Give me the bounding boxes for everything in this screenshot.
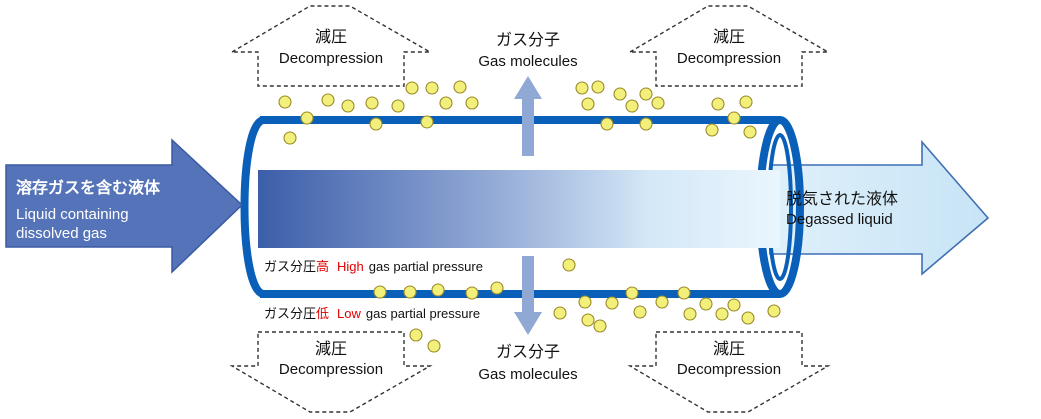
gas-molecule (739, 95, 753, 109)
gas-molecule (743, 125, 757, 139)
gas-molecule (300, 111, 314, 125)
decompression-ja-label: 減圧 (713, 27, 745, 46)
gas-molecule (639, 87, 653, 101)
gas-molecule (575, 81, 589, 95)
decompression-bottom-left: 減圧 Decompression (229, 331, 433, 413)
gas-molecule (727, 298, 741, 312)
gas-molecule (465, 286, 479, 300)
outlet-en-label: Degassed liquid (786, 211, 893, 228)
gas-molecules (278, 80, 781, 353)
inlet-arrow (5, 138, 244, 274)
gas-molecule (625, 286, 639, 300)
outlet-ja-label: 脱気された液体 (786, 189, 898, 208)
gas-molecule (683, 307, 697, 321)
inlet-en-label-line2: dissolved gas (16, 225, 107, 242)
gas-molecule (705, 123, 719, 137)
gas-molecule (425, 81, 439, 95)
gas-arrow-down (514, 256, 542, 335)
pressure-high-en-level: High (337, 259, 364, 274)
gas-molecule (562, 258, 576, 272)
gas-molecule (677, 286, 691, 300)
gas-arrow-up (514, 76, 542, 156)
gas-molecule (581, 313, 595, 327)
gas-molecule (365, 96, 379, 110)
gas-molecule (600, 117, 614, 131)
gas-molecule (453, 80, 467, 94)
decompression-en-label: Decompression (677, 50, 781, 67)
gas-molecule (767, 304, 781, 318)
pressure-low-label: ガス分圧低 Low gas partial pressure (264, 306, 480, 322)
membrane-tube (240, 116, 804, 298)
pressure-high-label: ガス分圧高 High gas partial pressure (264, 259, 483, 275)
gas-molecule (373, 285, 387, 299)
decompression-top-left: 減圧 Decompression (229, 5, 433, 87)
gas-molecule (699, 297, 713, 311)
gas-molecule (633, 305, 647, 319)
gas-molecule (409, 328, 423, 342)
gas-molecules-en-bottom: Gas molecules (478, 366, 577, 383)
decompression-bottom-right: 減圧 Decompression (627, 331, 831, 413)
inlet-ja-label: 溶存ガスを含む液体 (16, 178, 161, 197)
gas-molecule (639, 117, 653, 131)
gas-molecules-ja-top: ガス分子 (496, 30, 560, 49)
gas-molecule (625, 99, 639, 113)
gas-molecule (420, 115, 434, 129)
decompression-ja-label: 減圧 (713, 339, 745, 358)
liquid-flow-band (258, 170, 780, 248)
decompression-ja-label: 減圧 (315, 27, 347, 46)
gas-molecule (591, 80, 605, 94)
gas-molecule (431, 283, 445, 297)
pressure-low-en-level: Low (337, 306, 361, 321)
pressure-low-ja-level: 低 (316, 307, 329, 322)
gas-molecule (283, 131, 297, 145)
gas-molecule (593, 319, 607, 333)
pressure-high-en-suffix: gas partial pressure (369, 259, 483, 274)
gas-molecule (405, 81, 419, 95)
gas-molecule (278, 95, 292, 109)
gas-molecule (581, 97, 595, 111)
pressure-low-en-suffix: gas partial pressure (366, 306, 480, 321)
gas-molecule (391, 99, 405, 113)
gas-molecule (341, 99, 355, 113)
inlet-en-label-line1: Liquid containing (16, 206, 129, 223)
gas-molecule (651, 96, 665, 110)
gas-molecule (427, 339, 441, 353)
decompression-en-label: Decompression (279, 50, 383, 67)
gas-molecule (578, 295, 592, 309)
gas-molecule (727, 111, 741, 125)
gas-molecule (655, 295, 669, 309)
gas-molecules-ja-bottom: ガス分子 (496, 342, 560, 361)
decompression-top-right: 減圧 Decompression (627, 5, 831, 87)
pressure-high-ja-prefix: ガス分圧 (264, 260, 316, 275)
gas-molecule (465, 96, 479, 110)
pressure-high-ja-level: 高 (316, 259, 329, 275)
gas-molecule (403, 285, 417, 299)
decompression-ja-label: 減圧 (315, 339, 347, 358)
decompression-en-label: Decompression (279, 361, 383, 378)
gas-molecule (321, 93, 335, 107)
decompression-en-label: Decompression (677, 361, 781, 378)
gas-molecule (711, 97, 725, 111)
gas-molecule (439, 96, 453, 110)
gas-molecule (715, 307, 729, 321)
gas-molecule (741, 311, 755, 325)
gas-molecule (490, 281, 504, 295)
gas-molecule (605, 296, 619, 310)
gas-molecule (553, 306, 567, 320)
gas-molecule (613, 87, 627, 101)
pressure-low-ja-prefix: ガス分圧 (264, 307, 316, 322)
gas-molecules-en-top: Gas molecules (478, 53, 577, 70)
gas-molecule (369, 117, 383, 131)
